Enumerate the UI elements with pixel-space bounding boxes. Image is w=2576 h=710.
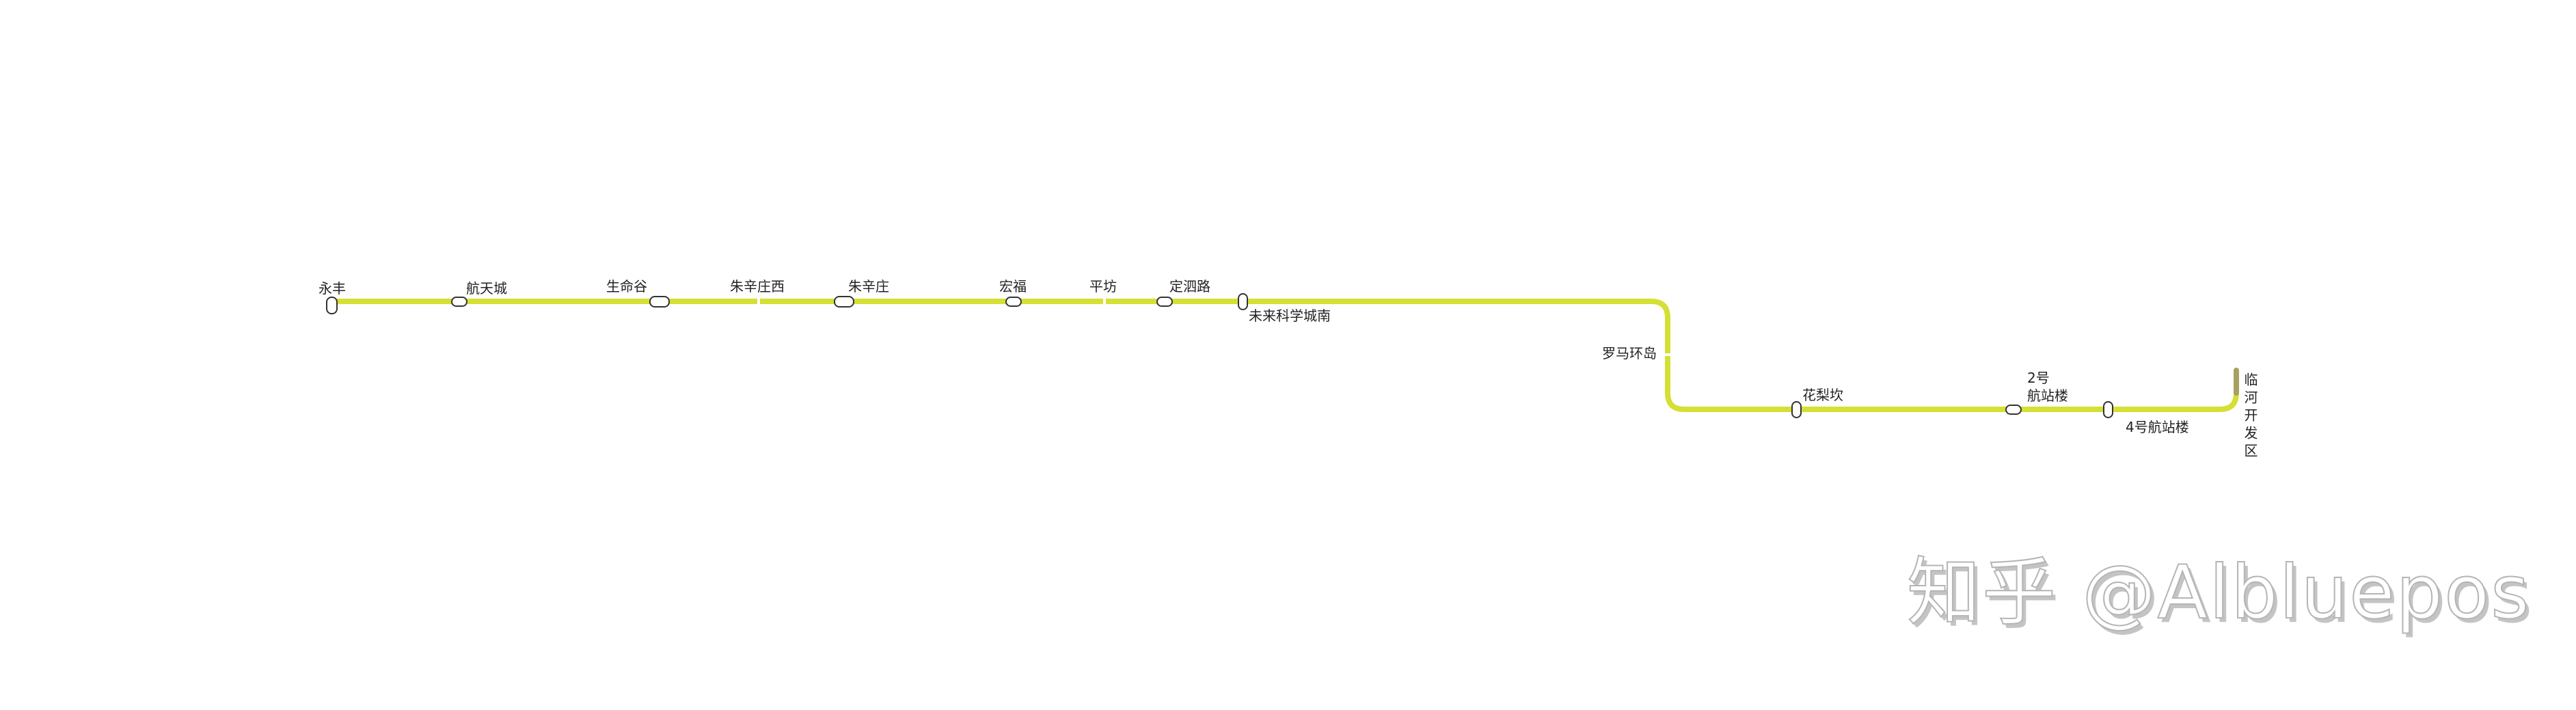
station-label-weilaikexuechengnan[interactable]: 未来科学城南	[1249, 308, 1331, 324]
station-label-pingfang[interactable]: 平坊	[1089, 278, 1117, 295]
station-label-linhekaifaqu[interactable]: 临河开发区	[2242, 372, 2258, 461]
station-marker-hualikan[interactable]	[1791, 401, 1802, 418]
station-label-zhuxinzhuang[interactable]: 朱辛庄	[848, 278, 889, 295]
station-marker-shengminggu[interactable]	[649, 296, 670, 308]
station-marker-yongfeng[interactable]	[326, 297, 338, 314]
station-marker-zhuxinzhuang[interactable]	[834, 296, 854, 308]
station-label-t2-line2: 航站楼	[2027, 387, 2068, 404]
station-marker-t2[interactable]	[2005, 405, 2022, 415]
station-marker-hongfu[interactable]	[1005, 297, 1022, 307]
station-marker-weilaikexuechengnan[interactable]	[1238, 293, 1248, 310]
station-label-t2-line1: 2号	[2027, 370, 2050, 386]
station-marker-dingsilu[interactable]	[1156, 297, 1173, 307]
station-label-shengminggu[interactable]: 生命谷	[606, 278, 647, 295]
station-label-hualikan[interactable]: 花梨坎	[1802, 387, 1843, 403]
station-marker-hangtiancheng[interactable]	[451, 297, 467, 307]
station-label-zhuxinzhuangxi[interactable]: 朱辛庄西	[730, 278, 785, 295]
watermark: 知乎 @Albluepos	[1906, 550, 2531, 636]
station-label-hongfu[interactable]: 宏福	[999, 278, 1027, 295]
station-label-t2[interactable]: 2号 航站楼	[2027, 369, 2068, 405]
metro-line-path	[329, 299, 2239, 412]
station-label-t4[interactable]: 4号航站楼	[2126, 419, 2189, 435]
station-label-dingsilu[interactable]: 定泗路	[1169, 278, 1210, 295]
station-label-yongfeng[interactable]: 永丰	[318, 280, 346, 297]
station-label-luomahuandao[interactable]: 罗马环岛	[1602, 345, 1657, 361]
station-marker-t4[interactable]	[2103, 401, 2113, 418]
station-label-hangtiancheng[interactable]: 航天城	[466, 280, 507, 297]
